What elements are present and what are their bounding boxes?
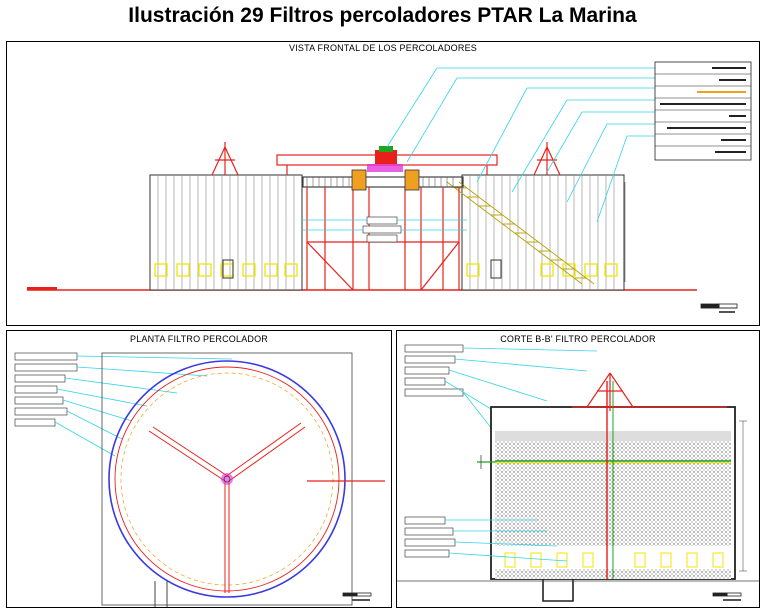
access-stairs xyxy=(446,181,595,285)
left-percolator-tank xyxy=(149,142,303,291)
plan-view-panel: PLANTA FILTRO PERCOLADOR xyxy=(6,330,392,608)
front-view-title: VISTA FRONTAL DE LOS PERCOLADORES xyxy=(289,43,477,53)
front-view-drawing xyxy=(27,61,752,313)
section-view-title: CORTE B-B' FILTRO PERCOLADOR xyxy=(500,334,656,344)
figure-caption: Ilustración 29 Filtros percoladores PTAR… xyxy=(128,4,637,27)
filter-circle xyxy=(108,360,346,598)
title-block xyxy=(654,61,752,161)
section-view-panel: CORTE B-B' FILTRO PERCOLADOR xyxy=(396,330,760,608)
rotary-distributor-icon xyxy=(148,422,306,593)
plan-view-drawing xyxy=(14,352,385,607)
scale-bar-icon xyxy=(712,592,742,601)
scale-bar-icon xyxy=(342,592,372,601)
front-view-panel: VISTA FRONTAL DE LOS PERCOLADORES xyxy=(6,41,760,326)
rotary-distributor-icon xyxy=(572,372,727,411)
scale-bar-icon xyxy=(700,303,738,313)
right-percolator-tank xyxy=(446,142,625,291)
central-equipment xyxy=(351,146,420,191)
label-stack xyxy=(14,352,78,427)
section-view-drawing xyxy=(397,344,759,602)
plan-view-title: PLANTA FILTRO PERCOLADOR xyxy=(130,334,268,344)
filter-tank-section xyxy=(490,381,736,580)
